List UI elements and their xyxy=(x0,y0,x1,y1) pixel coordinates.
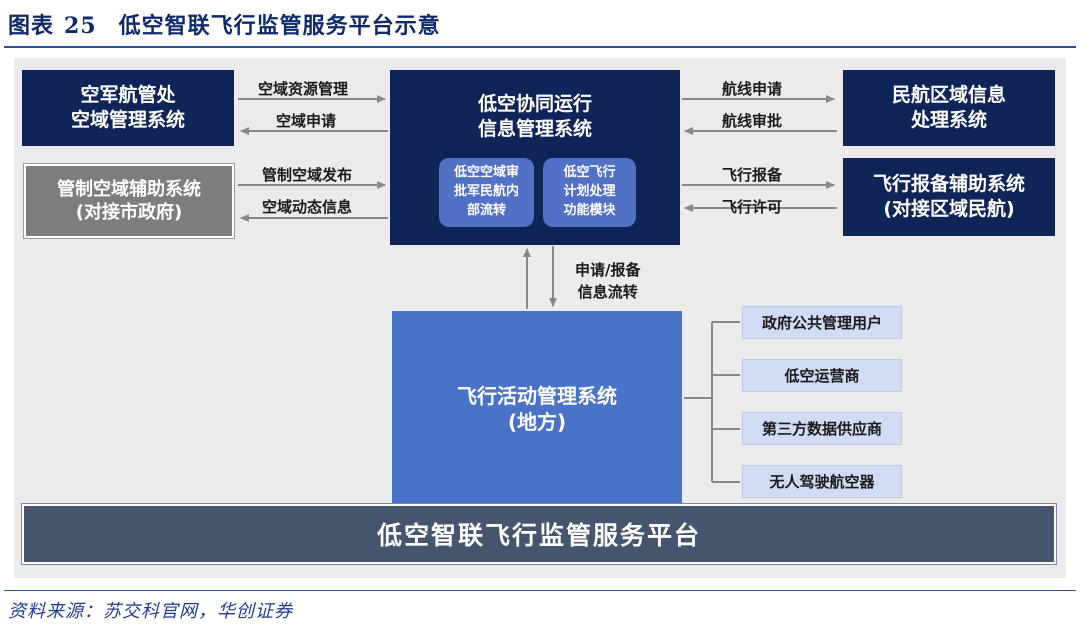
flight-activity-line-2: (地方) xyxy=(507,410,567,434)
user-gov-public-mgmt: 政府公共管理用户 xyxy=(742,306,902,339)
flow-label-controlled-release: 管制空域发布 xyxy=(262,166,353,184)
flow-label-route-approval: 航线审批 xyxy=(722,112,783,130)
flow-label-airspace-resource: 空域资源管理 xyxy=(258,80,349,98)
center-line-2: 信息管理系统 xyxy=(477,117,592,140)
flow-label-flight-filing: 飞行报备 xyxy=(722,166,783,184)
planning-line-3: 功能模块 xyxy=(563,202,616,218)
platform-bar: 低空智联飞行监管服务平台 xyxy=(21,503,1057,565)
planning-line-2: 计划处理 xyxy=(563,184,616,200)
title-divider xyxy=(4,46,1076,48)
municipal-line-2: (对接市政府) xyxy=(75,202,183,223)
flow-label-vertical: 申请/报备 信息流转 xyxy=(575,260,640,304)
user-third-party-data: 第三方数据供应商 xyxy=(742,412,902,445)
civil-aviation-line-2: 处理系统 xyxy=(910,109,987,131)
flow-label-airspace-application: 空域申请 xyxy=(276,112,337,130)
approval-line-1: 低空空域审 xyxy=(453,165,519,181)
airspace-approval-module: 低空空域审 批军民航内 部流转 xyxy=(439,158,534,227)
user-low-altitude-operator: 低空运营商 xyxy=(742,359,902,392)
vertical-line-1: 申请/报备 xyxy=(575,261,641,279)
civil-aviation-line-1: 民航区域信息 xyxy=(891,84,1006,107)
air-force-line-1: 空军航管处 xyxy=(80,84,176,107)
figure-title: 图表 25 低空智联飞行监管服务平台示意 xyxy=(8,10,441,42)
municipal-airspace-aux-system: 管制空域辅助系统 (对接市政府) xyxy=(23,163,235,239)
center-line-1: 低空协同运行 xyxy=(477,93,592,115)
flow-label-route-application: 航线申请 xyxy=(722,80,783,98)
flight-plan-module: 低空飞行 计划处理 功能模块 xyxy=(543,158,636,227)
flight-filing-aux-system: 飞行报备辅助系统 (对接区域民航) xyxy=(843,158,1055,236)
source-note: 资料来源：苏交科官网，华创证券 xyxy=(8,601,293,622)
user-bracket xyxy=(684,321,740,483)
figure-number: 25 xyxy=(64,13,97,39)
air-force-line-2: 空域管理系统 xyxy=(70,109,185,131)
flight-filing-line-2: (对接区域民航) xyxy=(883,198,1015,220)
approval-line-2: 批军民航内 xyxy=(453,184,519,200)
flow-label-flight-permit: 飞行许可 xyxy=(722,198,783,216)
low-altitude-coop-info-system: 低空协同运行 信息管理系统 xyxy=(390,70,680,245)
flight-filing-line-1: 飞行报备辅助系统 xyxy=(872,173,1025,196)
flight-activity-line-1: 飞行活动管理系统 xyxy=(457,384,617,408)
approval-line-3: 部流转 xyxy=(466,202,506,218)
air-force-airspace-system: 空军航管处 空域管理系统 xyxy=(22,70,234,146)
source-divider xyxy=(4,590,1076,591)
flight-activity-mgmt-system: 飞行活动管理系统 (地方) xyxy=(392,311,682,507)
civil-aviation-info-system: 民航区域信息 处理系统 xyxy=(843,70,1055,146)
figure-caption: 低空智联飞行监管服务平台示意 xyxy=(118,13,441,39)
figure-label: 图表 xyxy=(8,13,55,39)
vertical-line-2: 信息流转 xyxy=(577,282,638,301)
planning-line-1: 低空飞行 xyxy=(563,165,616,181)
user-unmanned-aircraft: 无人驾驶航空器 xyxy=(742,465,902,498)
municipal-line-1: 管制空域辅助系统 xyxy=(57,178,201,200)
flow-label-dynamic-info: 空域动态信息 xyxy=(262,198,353,216)
